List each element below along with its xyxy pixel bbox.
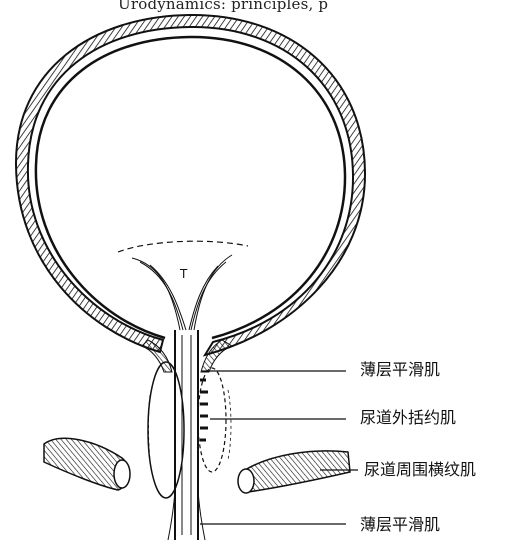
bladder-wall bbox=[16, 15, 365, 355]
trigone-letter: T bbox=[179, 267, 188, 281]
label-thin-smooth-muscle-upper: 薄层平滑肌 bbox=[360, 356, 440, 380]
urethra bbox=[168, 330, 205, 540]
label-external-urethral-sphincter: 尿道外括约肌 bbox=[360, 404, 456, 428]
label-thin-smooth-muscle-lower: 薄层平滑肌 bbox=[360, 511, 440, 535]
external-sphincter bbox=[148, 362, 231, 498]
label-periurethral-striated-muscle: 尿道周围横纹肌 bbox=[364, 456, 476, 480]
trigone: T bbox=[118, 241, 248, 330]
bladder-neck bbox=[142, 340, 232, 372]
